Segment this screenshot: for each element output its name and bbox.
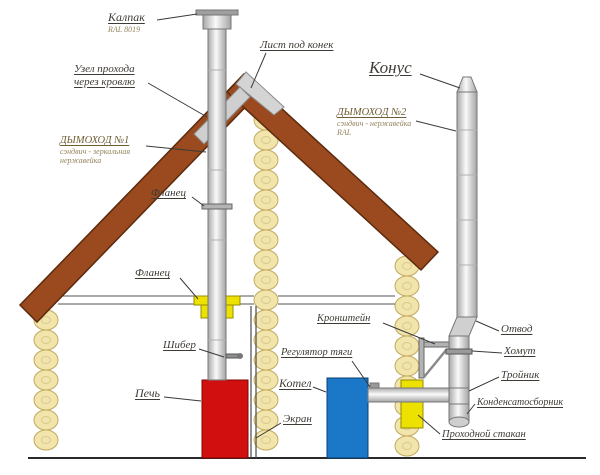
bracket: [418, 337, 450, 379]
damper-handle: [225, 353, 239, 359]
boiler: [326, 377, 369, 459]
wall-sleeve: [400, 379, 424, 429]
label-chimney-1: ДЫМОХОД №1 сэндвич - зеркальная нержавей…: [60, 135, 131, 166]
chimney-2: [445, 76, 478, 428]
label-condensate-collector: Конденсатосборник: [477, 397, 564, 408]
clamp: [445, 348, 473, 355]
label-boiler: Котел: [279, 376, 312, 390]
label-tee: Тройник: [501, 369, 540, 381]
tee: [448, 387, 470, 405]
label-stove: Печь: [135, 386, 161, 400]
label-ridge-sheet: Лист под конек: [260, 39, 334, 51]
label-flange-ceiling: Фланец: [135, 267, 170, 279]
label-elbow: Отвод: [501, 323, 533, 335]
flange-collar: [201, 203, 233, 210]
elbow: [448, 316, 478, 337]
label-cap: Калпак RAL 8019: [108, 10, 145, 34]
leader-lines: [145, 13, 503, 439]
label-draft-regulator: Регулятор тяги: [281, 347, 353, 358]
label-chimney-2: ДЫМОХОД №2 сэндвич - нержавейка RAL: [337, 107, 412, 138]
roof-right-slope: [225, 72, 440, 272]
stove: [201, 379, 249, 459]
label-flange-top: Фланец: [151, 187, 186, 199]
label-wall-sleeve: Проходной стакан: [442, 429, 526, 440]
label-roof-passage: Узел прохода через кровлю: [74, 63, 135, 88]
label-clamp: Хомут: [504, 345, 536, 357]
label-screen: Экран: [283, 413, 312, 425]
label-damper: Шибер: [163, 339, 196, 351]
cone: [456, 76, 478, 93]
ceiling-lines: [58, 295, 395, 305]
label-cone: Конус: [369, 58, 412, 77]
label-bracket: Кронштейн: [317, 313, 371, 324]
heat-screen: [250, 306, 257, 458]
cap-plate: [195, 9, 239, 16]
chimney-1: [195, 9, 243, 381]
cap-body: [202, 14, 232, 30]
ridge-sheet: [235, 71, 285, 116]
